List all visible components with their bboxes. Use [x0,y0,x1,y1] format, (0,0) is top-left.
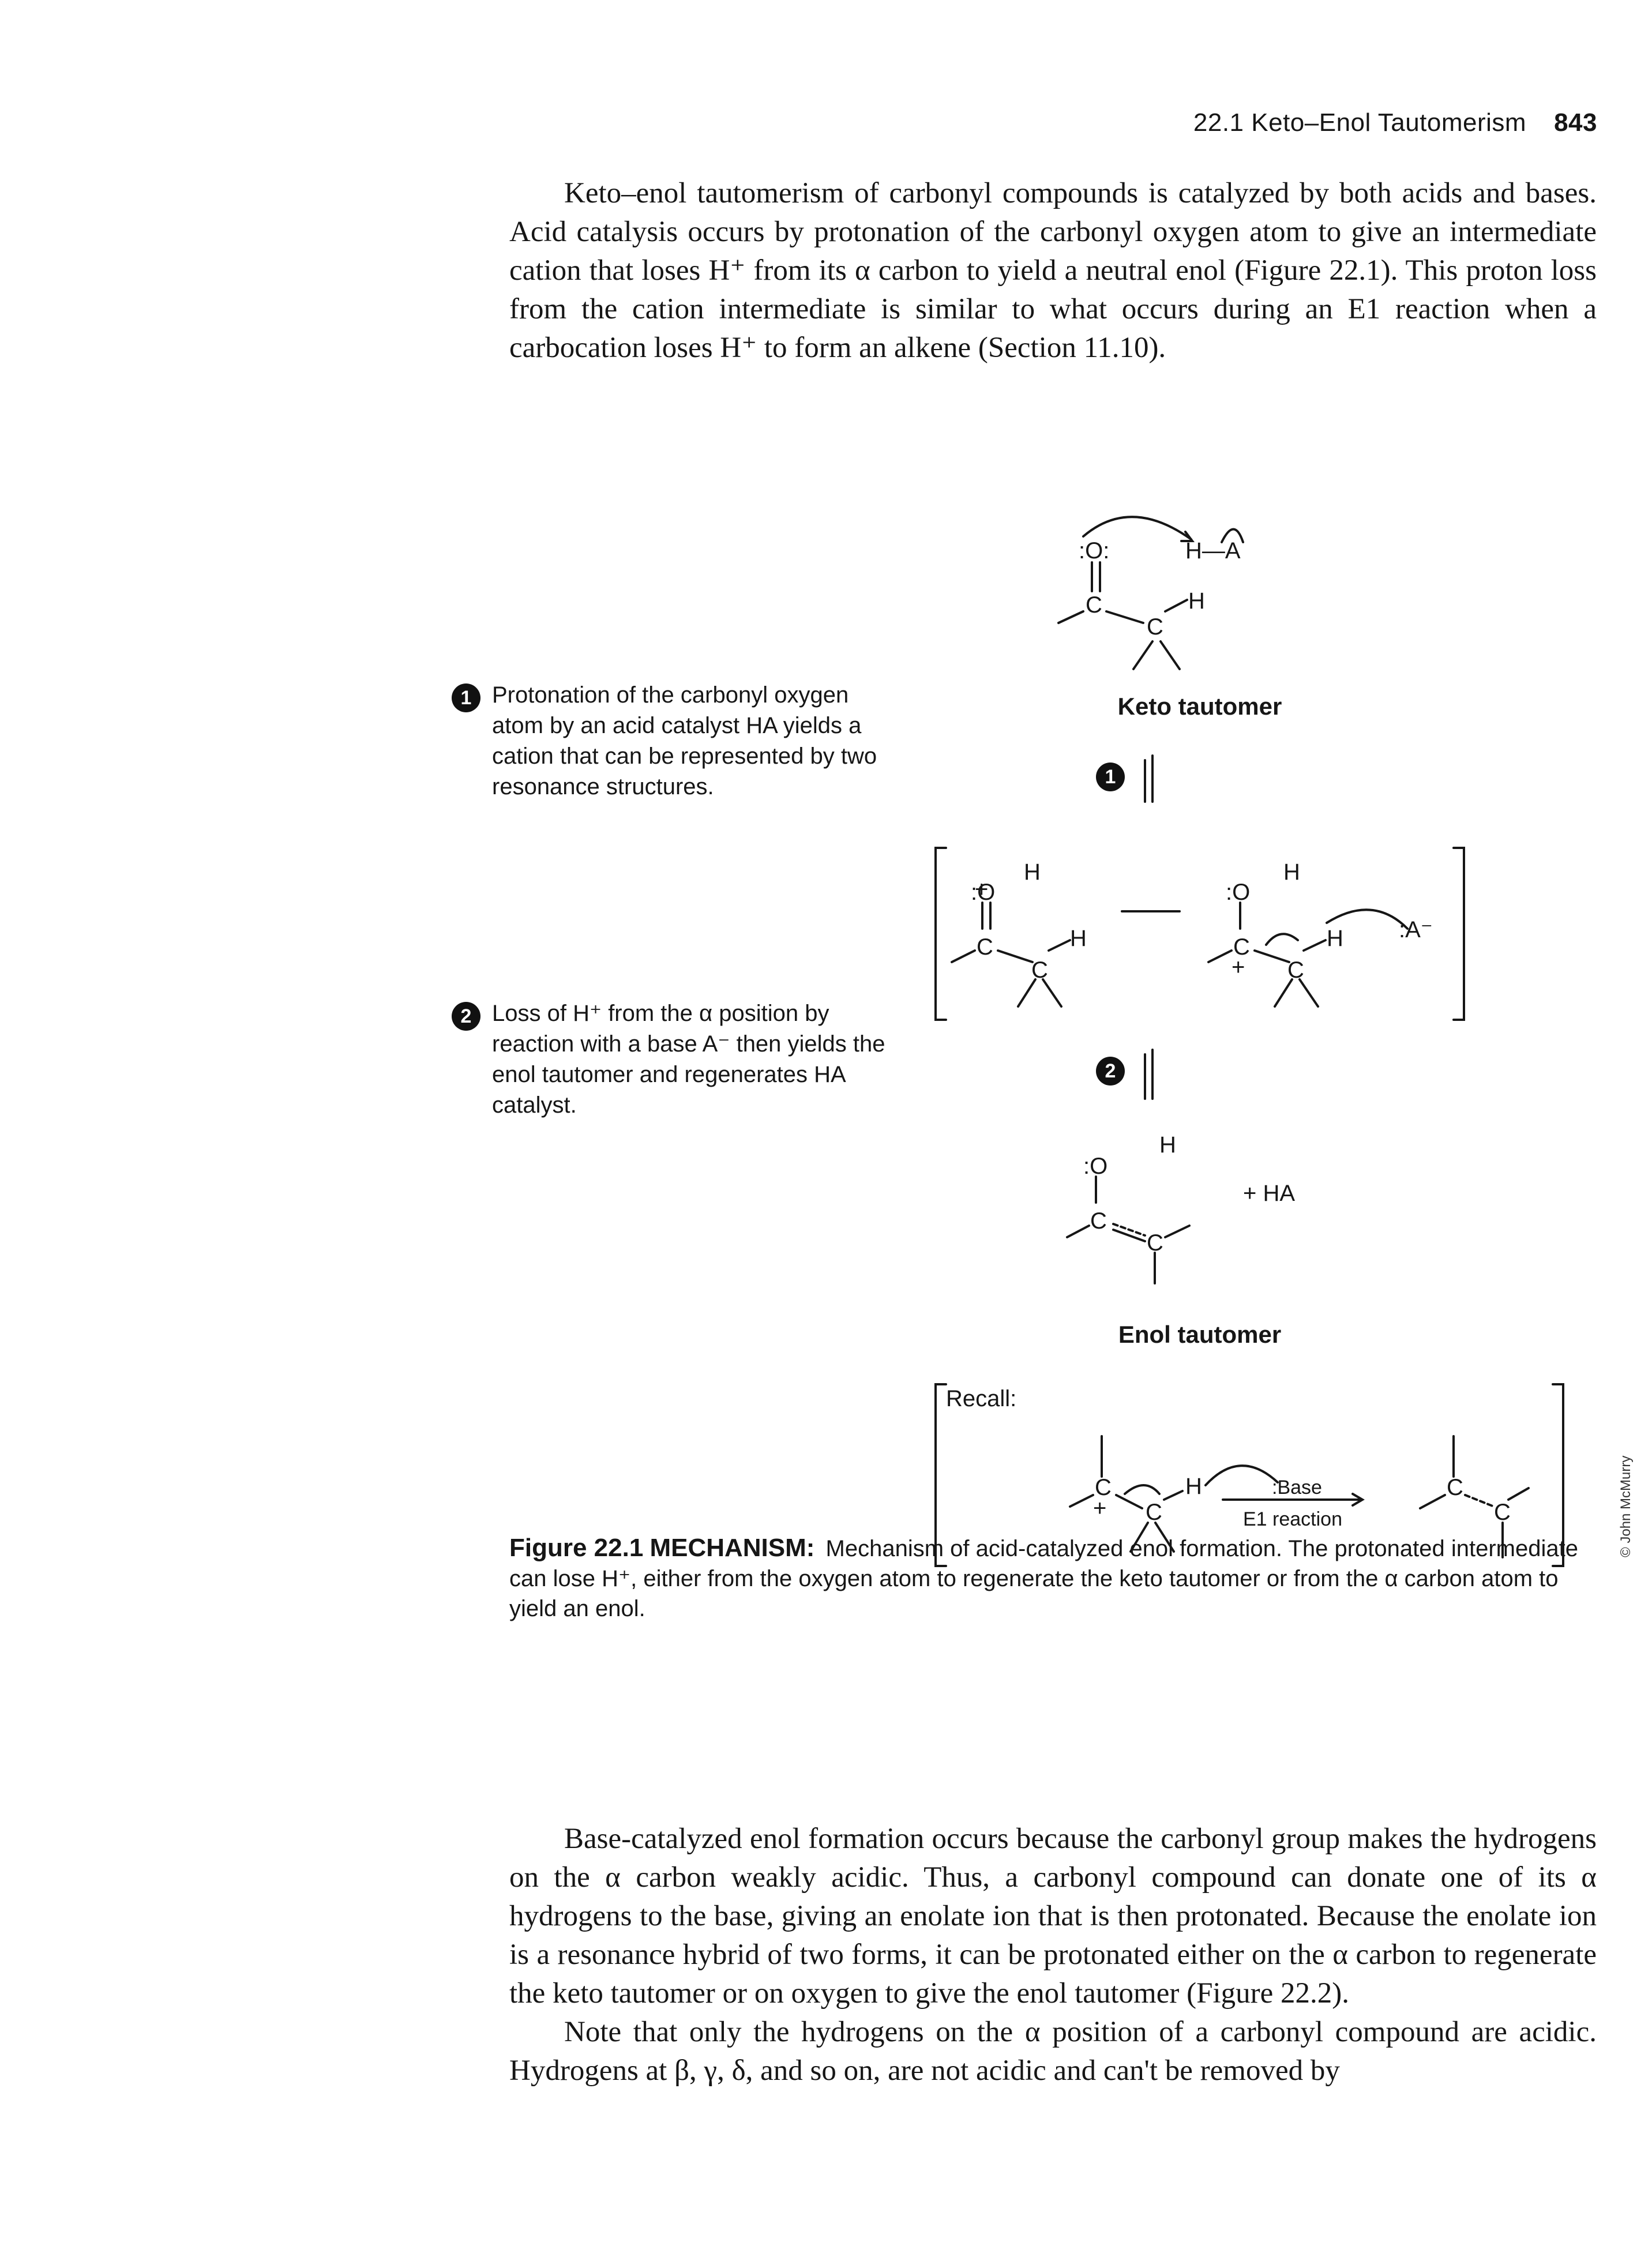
cation-oh-h-right: H [1283,859,1300,885]
recall-e1: E1 reaction [1243,1508,1342,1530]
running-header: 22.1 Keto–Enol Tautomerism 843 [1193,108,1597,137]
cation-oxygen-right: :O [1226,880,1250,905]
base-a-minus: :A⁻ [1399,917,1433,942]
intro-paragraph: Keto–enol tautomerism of carbonyl compou… [509,177,1597,364]
figure-caption-text: Mechanism of acid-catalyzed enol formati… [509,1536,1578,1621]
step-1-text: Protonation of the carbonyl oxygen atom … [492,682,877,799]
recall-label: Recall: [946,1386,1017,1411]
step-2-note: 2 Loss of H⁺ from the α position by reac… [452,998,902,1121]
step-1-note: 1 Protonation of the carbonyl oxygen ato… [452,680,902,802]
image-credit: © John McMurry [1618,1455,1634,1557]
keto-oxygen: :O: [1079,538,1109,564]
scheme-step-2-badge: 2 [1096,1057,1125,1086]
enol-plus-ha: + HA [1243,1181,1295,1206]
keto-carbon-1: C [1086,592,1102,618]
cation-alpha-h-left: H [1070,926,1087,951]
section-title: 22.1 Keto–Enol Tautomerism [1193,108,1527,137]
cation-oh-h-left: H [1024,859,1041,885]
recall-alkene-carbon-2: C [1494,1500,1511,1525]
cation-carbon-2-right: C [1287,957,1304,983]
step-1-badge: 1 [452,683,480,712]
keto-alpha-h: H [1188,588,1205,614]
curved-arrow-keto-1 [1082,516,1192,540]
cation-carbon-2-left: C [1031,957,1048,983]
recall-plus: + [1093,1496,1106,1521]
note-paragraph: Note that only the hydrogens on the α po… [509,2016,1597,2087]
figure-caption: Figure 22.1 MECHANISM: Mechanism of acid… [509,1533,1594,1624]
recall-base: :Base [1272,1477,1322,1498]
cation-plus: + [975,877,988,902]
cation-carbon-1-left: C [977,934,993,960]
scheme-step-1-badge: 1 [1096,763,1125,791]
keto-HA: H—A [1185,538,1241,564]
cation-alpha-h-right: H [1327,926,1343,951]
enol-carbon-2: C [1147,1230,1163,1256]
enol-carbon-1: C [1090,1208,1107,1234]
figure-mechanism-label: MECHANISM: [649,1534,815,1562]
step-2-text: Loss of H⁺ from the α position by reacti… [492,1001,885,1118]
keto-carbon-2: C [1147,614,1163,640]
curved-arrow-keto-2 [1221,528,1244,543]
enol-tautomer-label: Enol tautomer [1118,1321,1282,1348]
enol-oxygen: :O [1083,1154,1107,1179]
recall-alkene-carbon-1: C [1447,1475,1463,1500]
cation-carbon-1-right: C [1233,934,1250,960]
page-number: 843 [1554,108,1597,137]
base-paragraph: Base-catalyzed enol formation occurs bec… [509,1823,1597,2010]
step-2-badge: 2 [452,1002,480,1031]
recall-carbon-2: C [1146,1500,1162,1525]
keto-tautomer-label: Keto tautomer [1117,693,1282,720]
cation-oxygen-left: :O [971,880,995,905]
figure-number: Figure 22.1 [509,1534,644,1562]
enol-oh-h: H [1159,1132,1176,1158]
recall-carbon-1: C [1095,1475,1112,1500]
recall-h: H [1185,1474,1202,1499]
cation-plus-right: + [1232,955,1245,980]
